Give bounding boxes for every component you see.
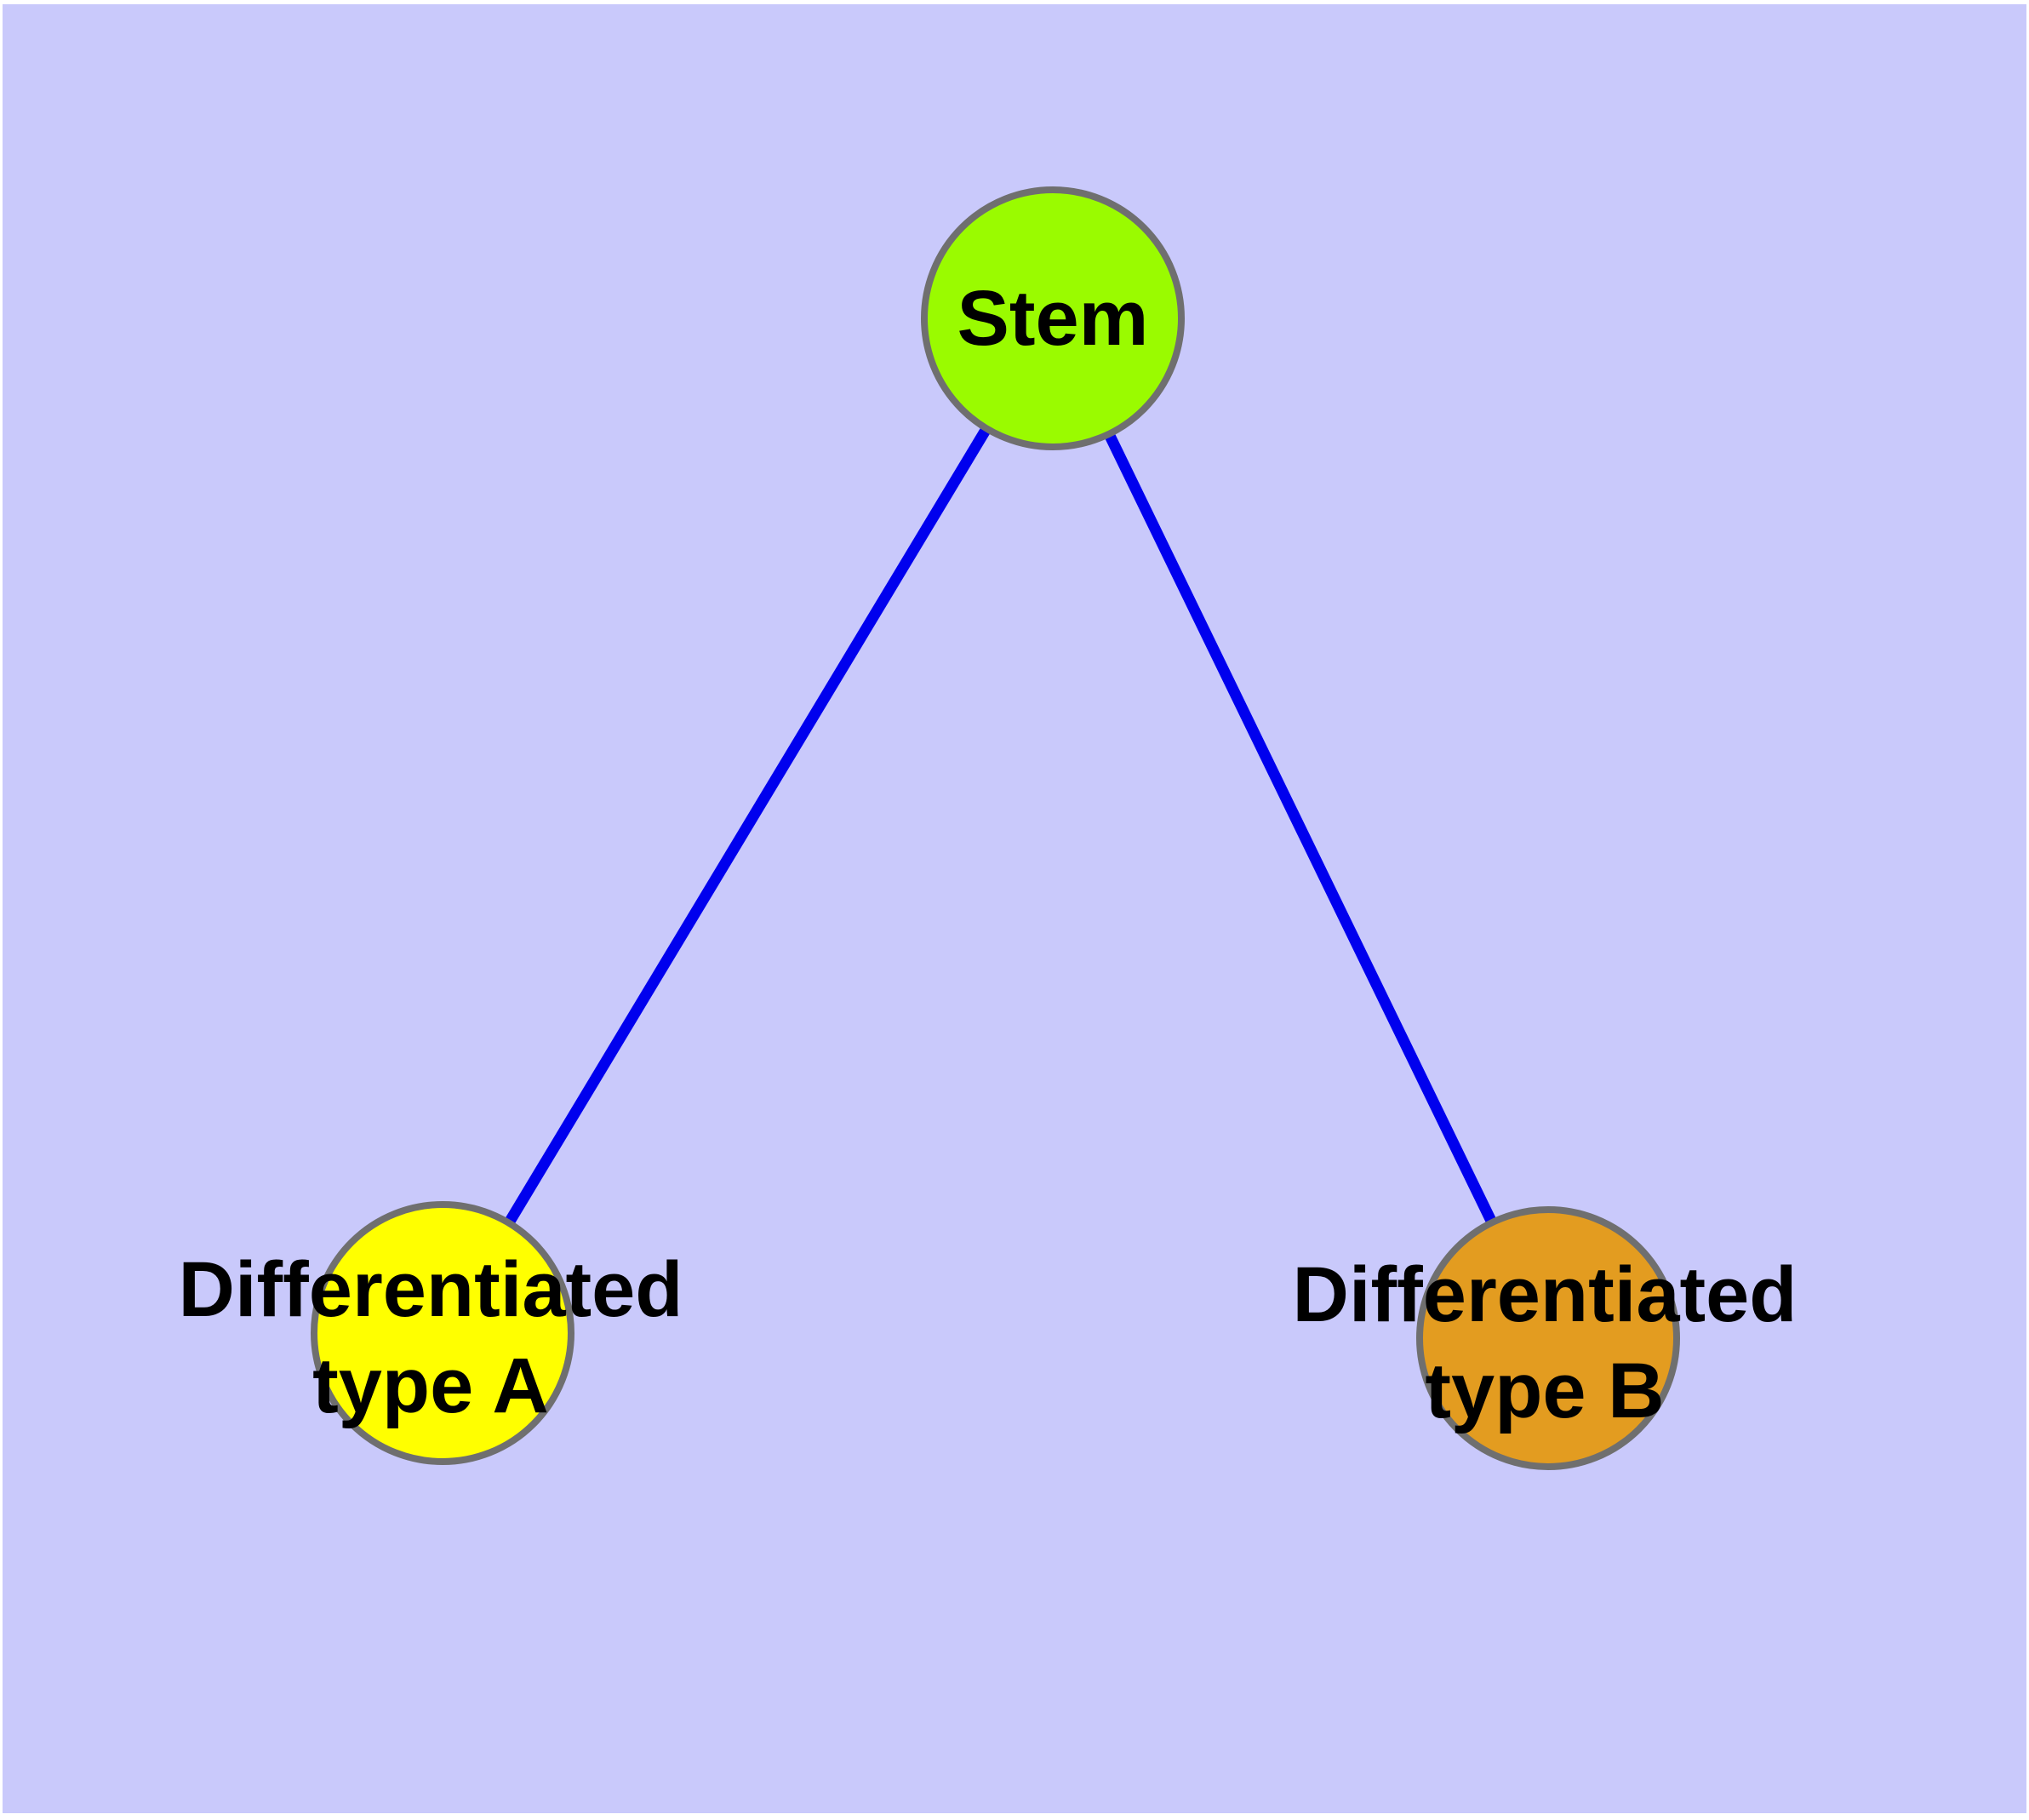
node-stem: Stem bbox=[921, 186, 1185, 450]
node-differentiated-type-a-label-line2: type A bbox=[312, 1342, 549, 1429]
node-differentiated-type-a: Differentiated type A bbox=[179, 1201, 683, 1465]
node-differentiated-type-b-label-line2: type B bbox=[1425, 1348, 1664, 1434]
node-stem-label: Stem bbox=[957, 275, 1149, 362]
edge-group bbox=[437, 315, 1553, 1341]
node-differentiated-type-b: Differentiated type B bbox=[1293, 1206, 1798, 1470]
node-differentiated-type-a-circle bbox=[311, 1201, 574, 1465]
node-stem-circle bbox=[921, 186, 1185, 450]
node-differentiated-type-a-label-line1: Differentiated bbox=[179, 1246, 683, 1333]
edge-stem-to-type-b bbox=[1048, 316, 1553, 1341]
edge-stem-to-type-a bbox=[437, 315, 1058, 1336]
node-differentiated-type-b-label-line1: Differentiated bbox=[1293, 1251, 1798, 1338]
node-differentiated-type-b-circle bbox=[1416, 1206, 1680, 1470]
